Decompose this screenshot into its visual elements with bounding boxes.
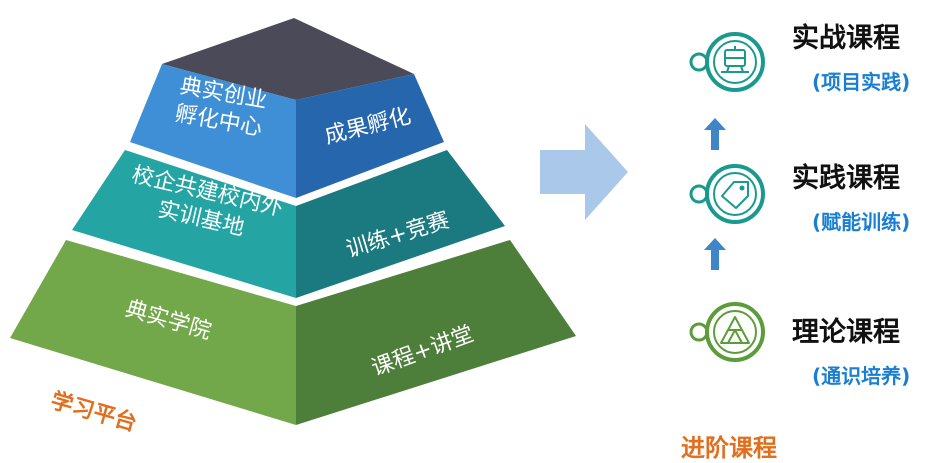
course-title-practice: 实践课程 <box>792 163 900 194</box>
big-right-arrow <box>540 124 628 220</box>
pyramid-bottom-right-face <box>296 240 576 425</box>
up-arrow-1 <box>704 118 726 150</box>
triangle-icon <box>689 302 765 362</box>
pyramid-top-right-face <box>296 74 444 198</box>
train-icon <box>689 32 765 92</box>
course-subtitle-theory: (通识培养) <box>812 364 911 388</box>
up-arrow-2 <box>704 238 726 270</box>
pyramid-bottom-left-face <box>10 240 296 425</box>
pyramid-middle-left-face <box>72 150 296 298</box>
pyramid-middle-right-face <box>296 150 505 298</box>
label-progressive-courses: 进阶课程 <box>681 434 777 462</box>
pyramid-top-cap <box>162 18 414 100</box>
course-subtitle-practice: (赋能训练) <box>812 210 911 234</box>
tag-icon <box>689 164 765 224</box>
course-subtitle-practical: (项目实践) <box>812 70 911 94</box>
course-title-practical: 实战课程 <box>792 23 900 54</box>
pyramid-top-left-face <box>130 64 296 198</box>
course-title-theory: 理论课程 <box>792 317 900 348</box>
